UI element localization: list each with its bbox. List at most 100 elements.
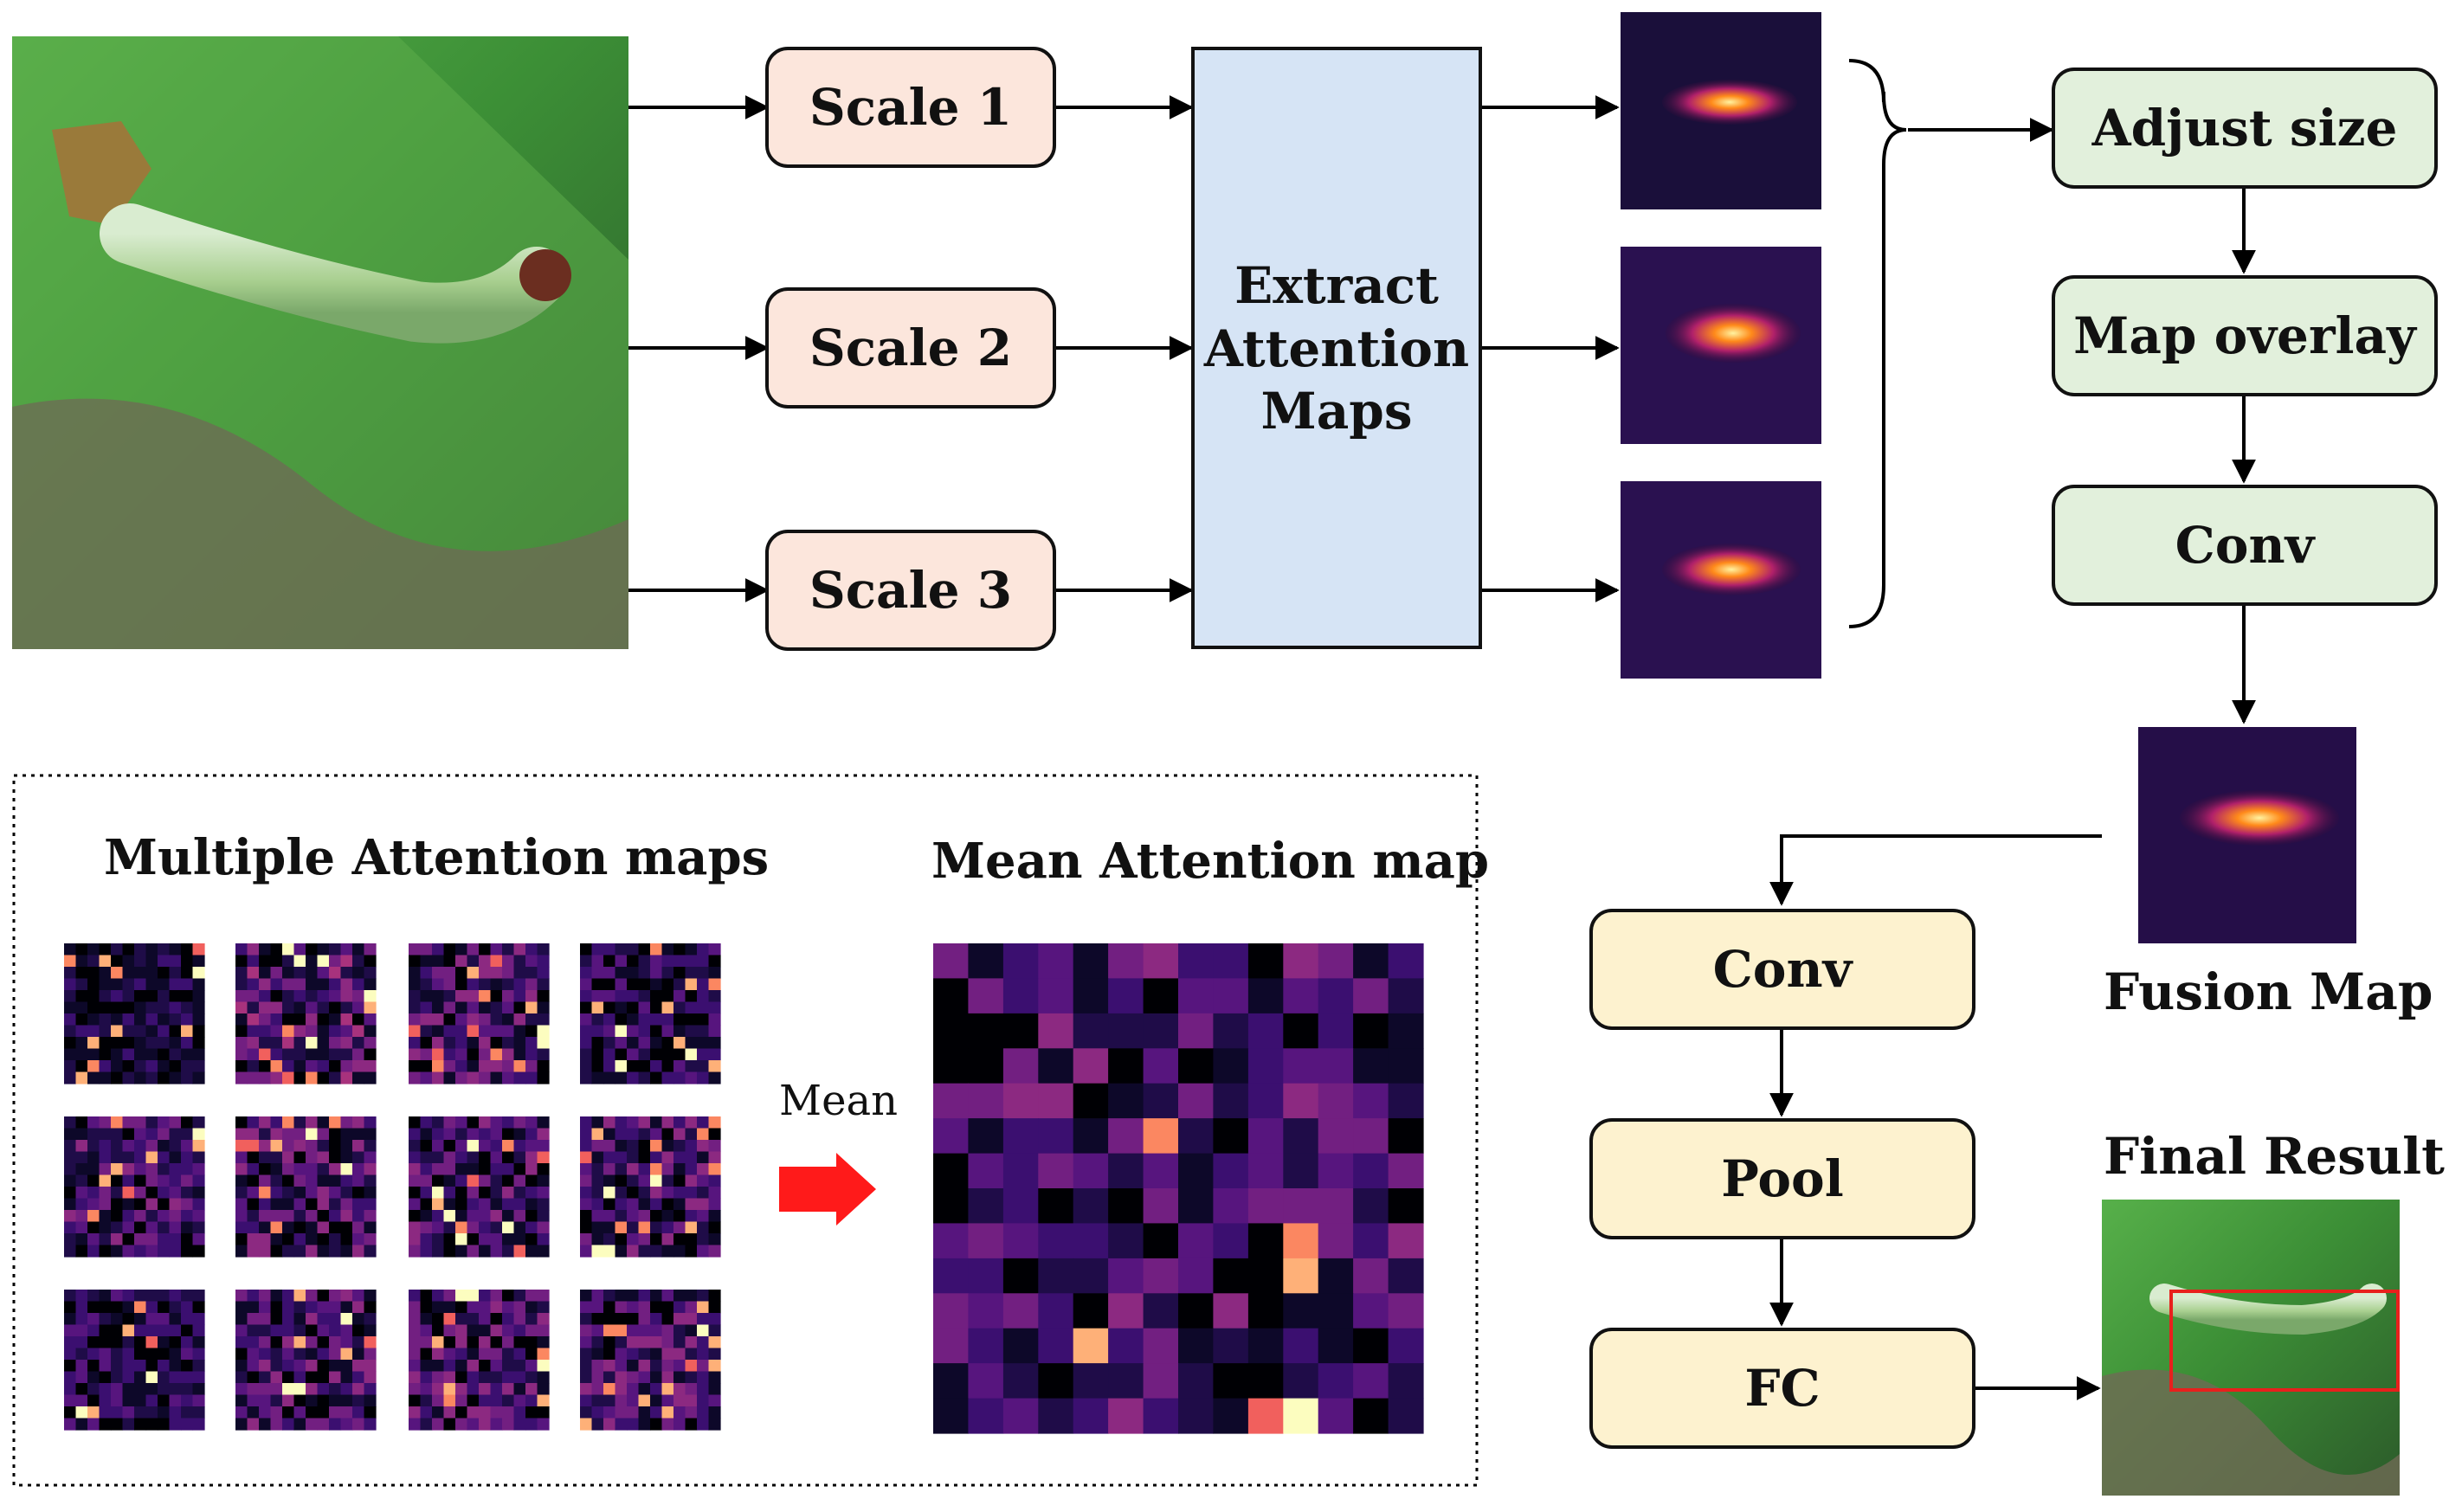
heatmap-cell bbox=[502, 1071, 515, 1084]
heatmap-cell bbox=[502, 1348, 515, 1361]
heatmap-cell bbox=[293, 1128, 306, 1141]
heatmap-cell bbox=[432, 1290, 445, 1303]
heatmap-cell bbox=[591, 1174, 604, 1187]
heatmap-cell bbox=[650, 1198, 663, 1211]
heatmap-cell bbox=[615, 1116, 628, 1129]
heatmap-cell bbox=[111, 1336, 124, 1349]
heatmap-cell bbox=[455, 1174, 468, 1187]
heatmap-cell bbox=[537, 1174, 550, 1187]
heatmap-cell bbox=[502, 1301, 515, 1314]
heatmap-cell bbox=[673, 1313, 686, 1326]
heatmap-cell bbox=[933, 1363, 969, 1399]
heatmap-cell bbox=[329, 1301, 342, 1314]
heatmap-cell bbox=[145, 1163, 158, 1176]
heatmap-cell bbox=[420, 1037, 433, 1050]
heatmap-cell bbox=[685, 1418, 698, 1431]
heatmap-cell bbox=[169, 990, 182, 1003]
heatmap-cell bbox=[603, 1348, 616, 1361]
heatmap-cell bbox=[673, 1151, 686, 1164]
heatmap-cell bbox=[75, 1163, 88, 1176]
heatmap-cell bbox=[111, 955, 124, 968]
heatmap-cell bbox=[99, 1360, 112, 1373]
heatmap-cell bbox=[685, 1116, 698, 1129]
heatmap-cell bbox=[467, 1233, 480, 1246]
heatmap-cell bbox=[697, 978, 710, 991]
heatmap-cell bbox=[64, 1348, 77, 1361]
heatmap-cell bbox=[968, 1153, 1004, 1189]
heatmap-cell bbox=[181, 1048, 194, 1061]
heatmap-cell bbox=[87, 1025, 100, 1038]
heatmap-cell bbox=[615, 1383, 628, 1396]
heatmap-cell bbox=[580, 1336, 593, 1349]
scale-2-box: Scale 2 bbox=[765, 287, 1056, 409]
heatmap-cell bbox=[282, 1128, 295, 1141]
multiple-attention-maps-grid bbox=[64, 943, 721, 1431]
heatmap-cell bbox=[502, 1290, 515, 1303]
heatmap-cell bbox=[455, 990, 468, 1003]
heatmap-cell bbox=[158, 1301, 171, 1314]
heatmap-cell bbox=[537, 1071, 550, 1084]
heatmap-cell bbox=[247, 1163, 260, 1176]
heatmap-cell bbox=[1388, 1293, 1424, 1329]
heatmap-cell bbox=[685, 1013, 698, 1026]
heatmap-cell bbox=[409, 1336, 422, 1349]
heatmap-cell bbox=[627, 955, 640, 968]
heatmap-cell bbox=[615, 1001, 628, 1014]
heatmap-cell bbox=[158, 1348, 171, 1361]
heatmap-cell bbox=[580, 1187, 593, 1200]
heatmap-cell bbox=[673, 1128, 686, 1141]
heatmap-cell bbox=[708, 1001, 721, 1014]
heatmap-cell bbox=[513, 1313, 526, 1326]
heatmap-cell bbox=[513, 1348, 526, 1361]
heatmap-cell bbox=[247, 1001, 260, 1014]
heatmap-cell bbox=[235, 990, 248, 1003]
heatmap-cell bbox=[75, 1013, 88, 1026]
heatmap-cell bbox=[111, 1394, 124, 1407]
heatmap-cell bbox=[87, 1221, 100, 1234]
heatmap-cell bbox=[409, 1290, 422, 1303]
heatmap-cell bbox=[247, 1245, 260, 1258]
heatmap-cell bbox=[1283, 1328, 1319, 1364]
heatmap-cell bbox=[661, 1174, 674, 1187]
heatmap-cell bbox=[1388, 1258, 1424, 1294]
heatmap-cell bbox=[145, 1301, 158, 1314]
heatmap-cell bbox=[1247, 1363, 1284, 1399]
heatmap-cell bbox=[1178, 943, 1214, 979]
heatmap-cell bbox=[122, 1348, 135, 1361]
heatmap-cell bbox=[181, 1348, 194, 1361]
heatmap-cell bbox=[537, 1348, 550, 1361]
heatmap-cell bbox=[282, 1048, 295, 1061]
heatmap-cell bbox=[340, 1313, 353, 1326]
heatmap-cell bbox=[580, 1198, 593, 1211]
heatmap-cell bbox=[270, 1383, 283, 1396]
heatmap-cell bbox=[259, 1151, 272, 1164]
heatmap-cell bbox=[490, 1394, 503, 1407]
heatmap-cell bbox=[134, 943, 147, 956]
heatmap-cell bbox=[75, 1245, 88, 1258]
heatmap-cell bbox=[134, 1336, 147, 1349]
heatmap-cell bbox=[1073, 1048, 1109, 1084]
heatmap-cell bbox=[673, 1013, 686, 1026]
heatmap-cell bbox=[87, 1140, 100, 1153]
heatmap-cell bbox=[122, 943, 135, 956]
heatmap-cell bbox=[650, 1025, 663, 1038]
heatmap-cell bbox=[293, 1071, 306, 1084]
heatmap-cell bbox=[340, 1140, 353, 1153]
heatmap-cell bbox=[158, 1013, 171, 1026]
heatmap-cell bbox=[409, 1060, 422, 1073]
heatmap-cell bbox=[432, 1001, 445, 1014]
heatmap-cell bbox=[270, 1013, 283, 1026]
heatmap-cell bbox=[1213, 1153, 1249, 1189]
heatmap-cell bbox=[502, 978, 515, 991]
heatmap-cell bbox=[282, 1371, 295, 1384]
heatmap-cell bbox=[479, 1371, 492, 1384]
heatmap-cell bbox=[293, 1221, 306, 1234]
heatmap-cell bbox=[247, 1071, 260, 1084]
heatmap-cell bbox=[455, 1128, 468, 1141]
heatmap-cell bbox=[479, 978, 492, 991]
heatmap-cell bbox=[235, 1233, 248, 1246]
heatmap-cell bbox=[282, 1001, 295, 1014]
heatmap-cell bbox=[87, 1116, 100, 1129]
heatmap-cell bbox=[1073, 1188, 1109, 1224]
heatmap-cell bbox=[158, 1336, 171, 1349]
